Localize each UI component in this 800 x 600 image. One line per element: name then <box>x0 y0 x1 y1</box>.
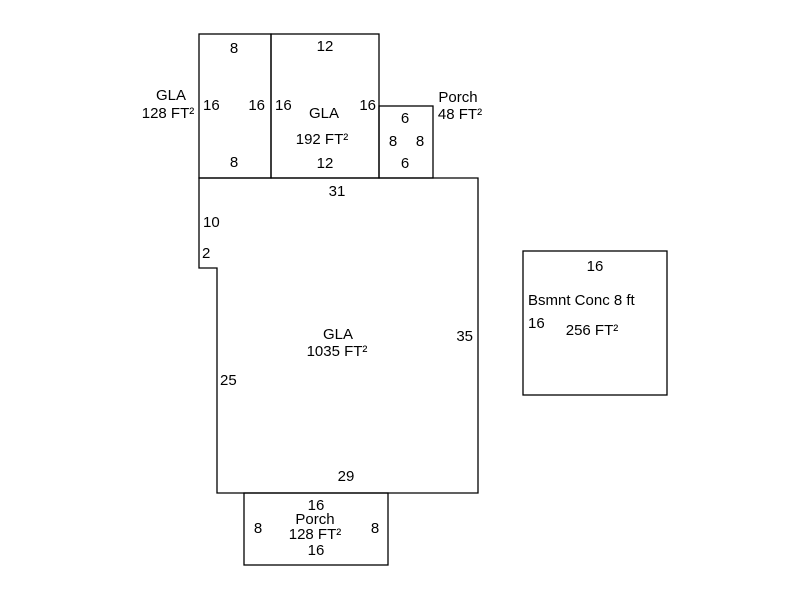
basement-outline <box>522 250 668 396</box>
porch-top-dim-top: 6 <box>401 110 409 127</box>
porch-bottom-dim-bottom: 16 <box>308 542 325 559</box>
porch-bottom-dim-left: 8 <box>254 520 262 537</box>
gla-left-dim-top: 8 <box>230 40 238 57</box>
gla-main-name: GLA <box>323 326 353 343</box>
gla-main-outline <box>198 177 479 494</box>
porch-top-area: 48 FT² <box>438 106 482 123</box>
basement-dim-top: 16 <box>587 258 604 275</box>
gla-left-dim-right: 16 <box>248 97 265 114</box>
gla-middle-dim-right: 16 <box>359 97 376 114</box>
gla-main-dim-step: 2 <box>202 245 210 262</box>
gla-main-dim-right: 35 <box>456 328 473 345</box>
basement-name: Bsmnt Conc 8 ft <box>528 292 636 309</box>
porch-bottom-area: 128 FT² <box>289 526 342 543</box>
gla-left-dim-left: 16 <box>203 97 220 114</box>
porch-bottom-outline <box>243 492 389 566</box>
gla-middle-dim-left: 16 <box>275 97 292 114</box>
gla-middle-dim-bottom: 12 <box>317 155 334 172</box>
gla-main-dim-left-lower: 25 <box>220 372 237 389</box>
gla-main-dim-left-upper: 10 <box>203 214 220 231</box>
gla-left-area: 128 FT² <box>142 105 195 122</box>
basement-area: 256 FT² <box>566 322 619 339</box>
gla-main-dim-top: 31 <box>329 183 346 200</box>
gla-left-name: GLA <box>156 87 186 104</box>
basement-dim-left: 16 <box>528 315 545 332</box>
gla-main-area: 1035 FT² <box>307 343 368 360</box>
gla-middle-dim-top: 12 <box>317 38 334 55</box>
gla-middle-area: 192 FT² <box>296 131 349 148</box>
gla-left-dim-bottom: 8 <box>230 154 238 171</box>
gla-main-dim-bottom: 29 <box>338 468 355 485</box>
gla-middle-name: GLA <box>309 105 339 122</box>
porch-bottom-name: Porch <box>295 511 334 528</box>
porch-top-dim-right: 8 <box>416 133 424 150</box>
porch-bottom-dim-right: 8 <box>371 520 379 537</box>
porch-top-dim-left: 8 <box>389 133 397 150</box>
porch-bottom-dim-top: 16 <box>308 497 325 514</box>
porch-top-name: Porch <box>438 89 477 106</box>
porch-top-dim-bottom: 6 <box>401 155 409 172</box>
